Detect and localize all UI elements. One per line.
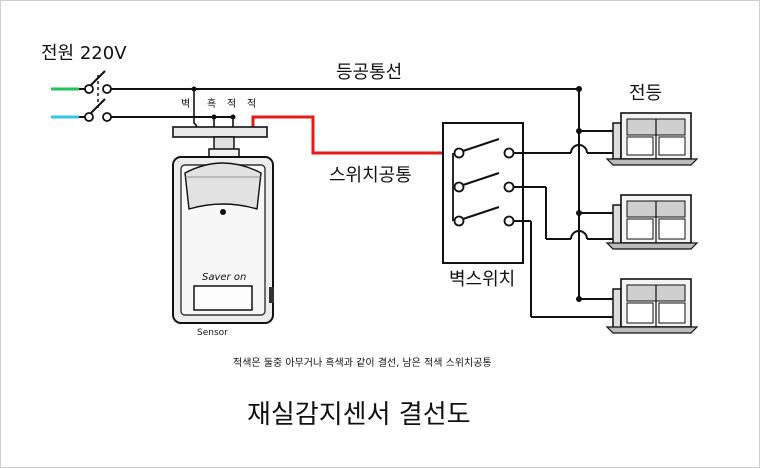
- lamp-1: [605, 112, 699, 166]
- terminal-wall-label: 벽: [181, 98, 190, 110]
- wall-switch-label: 벽스위치: [449, 269, 515, 290]
- main-breaker: [84, 70, 112, 122]
- lamp-3: [605, 278, 699, 334]
- wiring-note: 적색은 둘중 아무거나 흑색과 같이 결선, 남은 적색 스위치공통: [233, 356, 492, 369]
- switch-common-wire-red: [251, 115, 453, 155]
- lamps-label: 전등: [629, 83, 662, 104]
- sensor-label: Sensor: [197, 328, 228, 338]
- terminal-red1-label: 적: [227, 98, 236, 110]
- terminal-black-label: 흑: [207, 97, 216, 110]
- lamp-common-label: 등공통선: [336, 62, 402, 83]
- lamp-2: [605, 194, 699, 250]
- diagram-title: 재실감지센서 결선도: [247, 400, 471, 430]
- power-label: 전원 220V: [41, 43, 127, 64]
- terminal-red2-label: 적: [247, 98, 256, 110]
- switch-common-label: 스위치공통: [329, 165, 412, 186]
- occupancy-sensor: [172, 126, 274, 324]
- wall-switch: [442, 122, 524, 264]
- brand-label: Saver on: [202, 272, 246, 283]
